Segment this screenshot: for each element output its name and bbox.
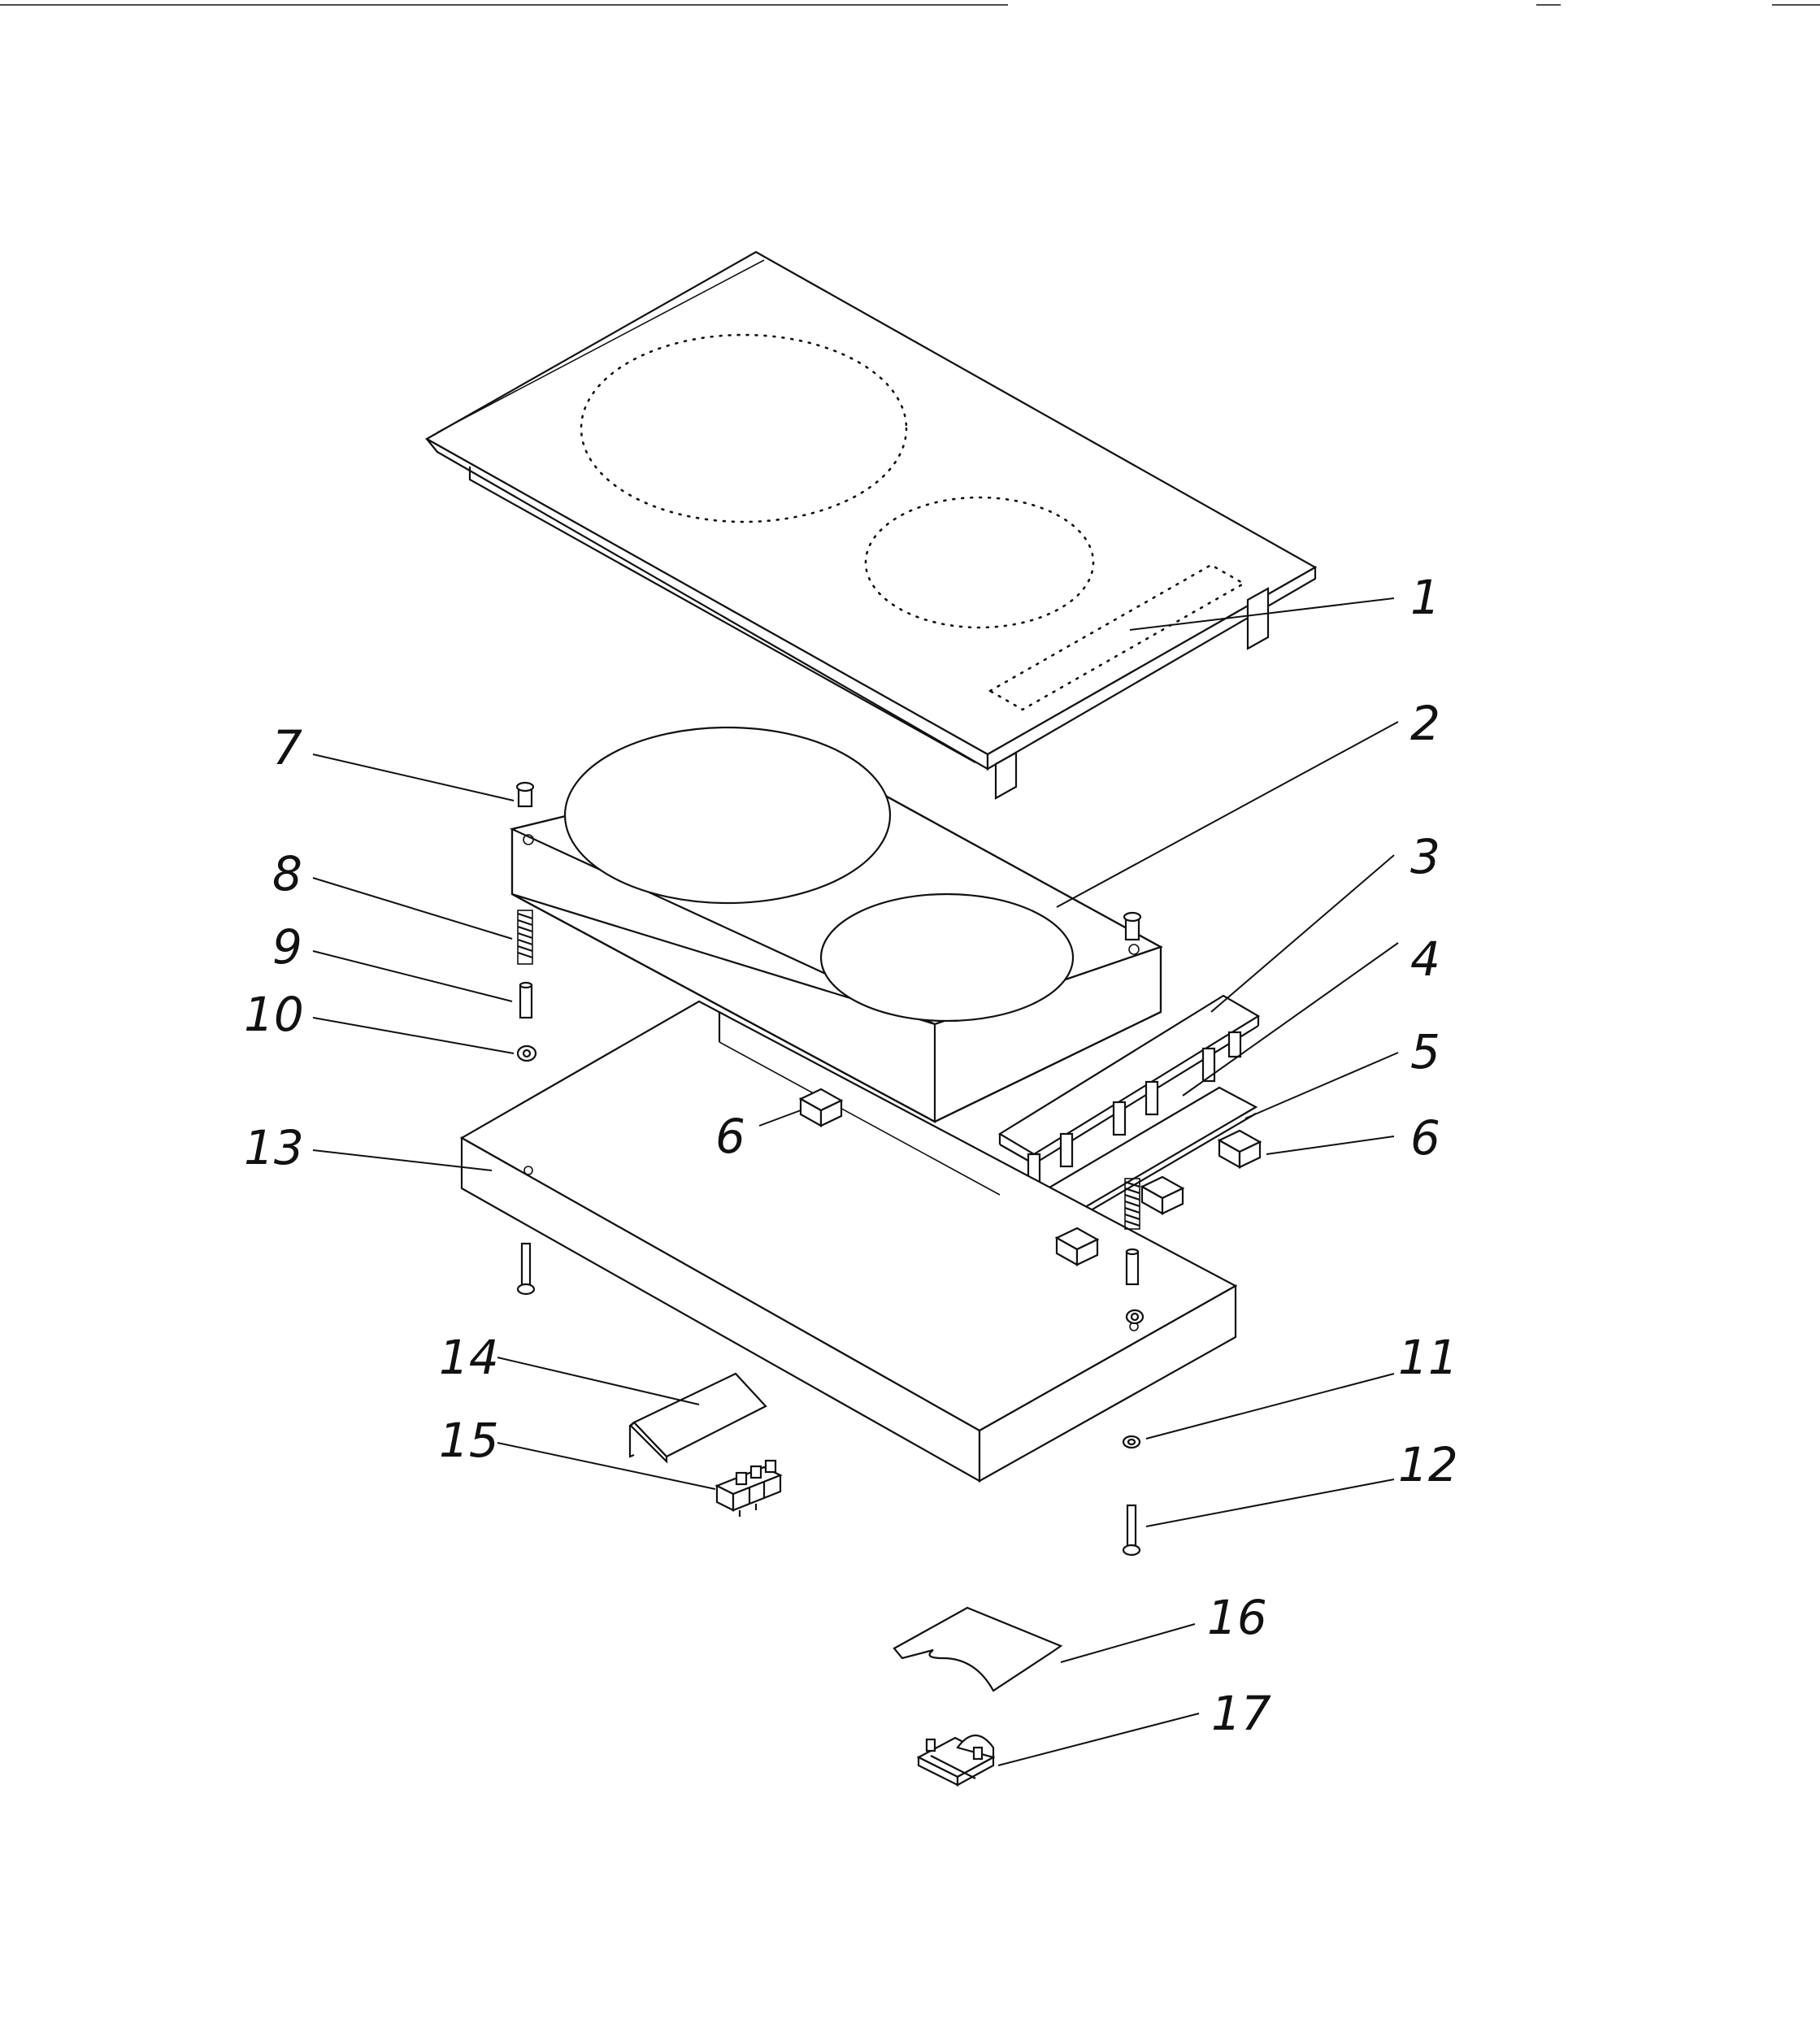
callout-6-right: 6 bbox=[1410, 1110, 1440, 1166]
callout-17: 17 bbox=[1211, 1686, 1271, 1741]
callout-5: 5 bbox=[1410, 1024, 1440, 1079]
callout-9: 9 bbox=[272, 919, 302, 975]
part-12-screw bbox=[1122, 1504, 1141, 1557]
part-2-heating-block bbox=[509, 726, 1163, 1123]
callout-15: 15 bbox=[439, 1413, 499, 1468]
part-16-plate bbox=[893, 1606, 1063, 1692]
callout-6-left: 6 bbox=[715, 1109, 745, 1164]
part-17-limiter bbox=[916, 1735, 996, 1787]
left-bolt bbox=[516, 1242, 536, 1296]
part-11-washer bbox=[1122, 1435, 1141, 1449]
callout-7: 7 bbox=[272, 720, 302, 775]
right-spacer bbox=[1125, 1248, 1140, 1286]
callout-12: 12 bbox=[1398, 1437, 1458, 1492]
part-15-terminal-block bbox=[715, 1459, 783, 1517]
part-1-glass-top bbox=[424, 250, 1318, 800]
callout-8: 8 bbox=[272, 846, 302, 901]
part-3-control-board bbox=[997, 994, 1261, 1188]
callout-1: 1 bbox=[1410, 570, 1440, 625]
callout-11: 11 bbox=[1398, 1330, 1458, 1385]
block-a bbox=[798, 1088, 844, 1127]
part-8-spring bbox=[517, 910, 533, 965]
part-10-nut bbox=[516, 1044, 537, 1062]
callout-16: 16 bbox=[1207, 1590, 1267, 1645]
callout-14: 14 bbox=[439, 1330, 499, 1385]
part-14-bracket bbox=[628, 1372, 767, 1464]
block-c bbox=[1140, 1175, 1185, 1215]
block-d bbox=[1054, 1227, 1100, 1266]
stud-right bbox=[1123, 911, 1142, 941]
callout-3: 3 bbox=[1410, 829, 1440, 884]
callout-10: 10 bbox=[244, 987, 304, 1042]
part-5-pins bbox=[1027, 1031, 1242, 1188]
part-6-blocks bbox=[798, 1088, 1262, 1266]
block-b bbox=[1217, 1129, 1262, 1169]
part-9-spacer bbox=[519, 981, 533, 1019]
callout-labels: 1 2 3 4 5 6 6 7 8 9 10 11 12 13 14 15 16… bbox=[244, 570, 1458, 1741]
part-13-housing bbox=[459, 1000, 1238, 1483]
right-nut bbox=[1125, 1309, 1145, 1325]
callout-13: 13 bbox=[244, 1120, 304, 1175]
callout-2: 2 bbox=[1410, 696, 1440, 751]
callout-4: 4 bbox=[1410, 931, 1440, 987]
leader-lines bbox=[312, 597, 1399, 1766]
right-spring bbox=[1124, 1178, 1140, 1230]
part-7-stud bbox=[515, 781, 535, 808]
